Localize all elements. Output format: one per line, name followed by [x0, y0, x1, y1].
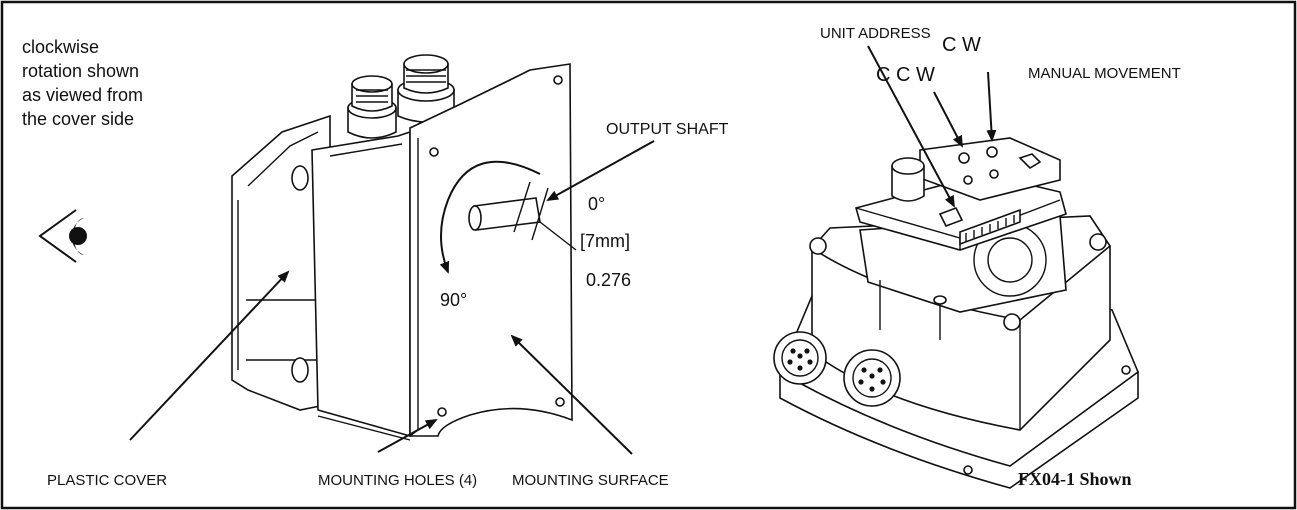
fx-connector-right — [843, 349, 901, 407]
cw-label: C W — [942, 34, 981, 56]
ninety-degree-label: 90° — [440, 290, 467, 310]
connector-gland-left — [347, 75, 397, 139]
output-shaft-label: OUTPUT SHAFT — [606, 121, 729, 138]
shaft-dimension-in: 0.276 — [586, 270, 631, 290]
plastic-cover-leader — [129, 270, 290, 441]
mounting-hole — [437, 407, 447, 417]
ccw-leader — [933, 91, 963, 148]
plastic-cover-label: PLASTIC COVER — [47, 472, 167, 489]
ccw-button — [958, 152, 970, 164]
actuator-side-view — [231, 54, 577, 441]
shaft-dimension-mm: [7mm] — [580, 231, 630, 251]
mounting-surface-leader — [510, 334, 633, 455]
unit-address-label: UNIT ADDRESS — [820, 25, 931, 42]
note-line-2: rotation shown — [22, 61, 139, 81]
output-shaft-leader — [546, 140, 655, 201]
mounting-surface-label: MOUNTING SURFACE — [512, 472, 669, 489]
cw-button — [986, 146, 998, 158]
mounting-holes-label: MOUNTING HOLES (4) — [318, 472, 477, 489]
note-line-1: clockwise — [22, 37, 99, 57]
fx-connector-left — [773, 331, 827, 385]
mounting-hole — [553, 75, 563, 85]
model-caption: FX04-1 Shown — [1018, 469, 1132, 489]
rotation-note: clockwise rotation shown as viewed from … — [22, 37, 143, 129]
note-line-3: as viewed from — [22, 85, 143, 105]
base-hole — [1121, 365, 1131, 375]
mounting-hole — [555, 397, 565, 407]
cw-leader — [986, 71, 997, 142]
note-line-4: the cover side — [22, 109, 134, 129]
ccw-label: C C W — [876, 64, 935, 86]
eye-view-icon — [38, 209, 87, 263]
rotation-arc-arrow — [439, 160, 541, 274]
mounting-holes-leader — [377, 419, 438, 453]
unit-address-leader — [867, 45, 955, 208]
base-hole — [963, 465, 973, 475]
manual-movement-label: MANUAL MOVEMENT — [1028, 65, 1181, 82]
output-shaft — [468, 181, 577, 251]
fx04-unit-view — [773, 137, 1139, 489]
mounting-hole — [429, 147, 439, 157]
zero-degree-label: 0° — [588, 194, 605, 214]
